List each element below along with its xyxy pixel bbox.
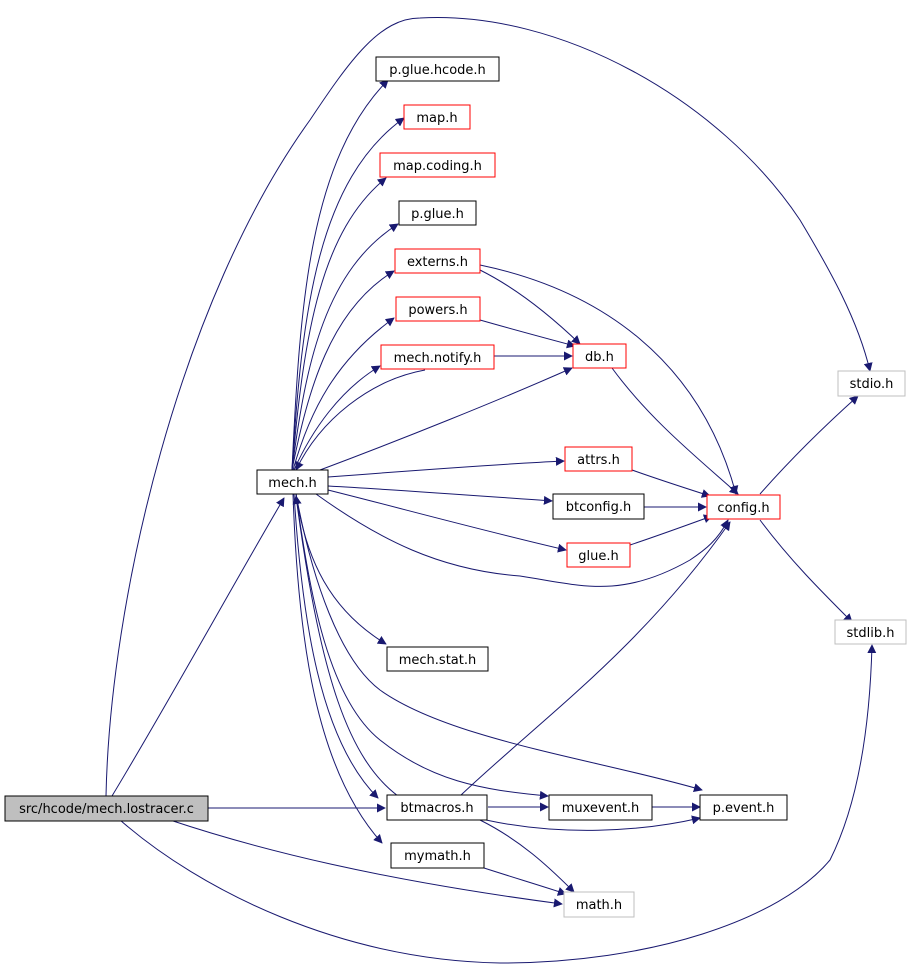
node-glue[interactable]: glue.h <box>566 542 631 568</box>
edge-mech-btconfig <box>327 485 553 505</box>
edge-mech-pgluehcode <box>291 79 389 471</box>
node-label: db.h <box>585 350 614 365</box>
node-pevent[interactable]: p.event.h <box>699 794 788 821</box>
node-label: glue.h <box>578 549 618 564</box>
edge-mech-config <box>315 493 729 587</box>
node-mechstat[interactable]: mech.stat.h <box>386 646 489 672</box>
node-label: mech.stat.h <box>399 653 477 668</box>
node-btmacros[interactable]: btmacros.h <box>386 794 488 821</box>
edge-mechnotify-mech <box>295 369 426 471</box>
node-mymath[interactable]: mymath.h <box>390 842 485 869</box>
node-mapcoding[interactable]: map.coding.h <box>379 152 496 178</box>
node-label: externs.h <box>407 255 468 270</box>
edge-src-stdio <box>105 17 873 797</box>
node-stdlib[interactable]: stdlib.h <box>834 619 907 645</box>
node-label: muxevent.h <box>562 801 640 816</box>
edge-mech-powers <box>292 317 395 471</box>
edge-attrs-config <box>631 469 711 498</box>
edge-mech-mapcoding <box>291 177 387 471</box>
node-label: src/hcode/mech.lostracer.c <box>19 802 194 817</box>
edge-db-config <box>611 367 739 495</box>
node-pgluehcode[interactable]: p.glue.hcode.h <box>375 56 500 82</box>
edge-mech-pglue <box>291 223 399 471</box>
edge-src-math <box>169 819 563 908</box>
node-label: powers.h <box>408 303 467 318</box>
node-label: stdio.h <box>850 377 894 392</box>
node-label: mech.h <box>268 476 316 491</box>
node-powers[interactable]: powers.h <box>395 296 481 322</box>
edge-src-mech <box>111 497 285 797</box>
node-label: btconfig.h <box>566 500 632 515</box>
edge-mech-map <box>291 117 405 471</box>
node-label: btmacros.h <box>400 801 473 816</box>
node-btconfig[interactable]: btconfig.h <box>552 493 645 520</box>
edge-mech-muxevent <box>295 493 549 800</box>
edge-mech-btmacros <box>293 493 379 799</box>
node-label: p.glue.hcode.h <box>389 63 486 78</box>
edge-externs-db <box>479 269 581 345</box>
node-mech[interactable]: mech.h <box>256 469 329 495</box>
node-config[interactable]: config.h <box>706 494 781 520</box>
header-nodes: src/hcode/mech.lostracer.c mech.h p.glue… <box>4 56 907 918</box>
node-db[interactable]: db.h <box>572 343 627 369</box>
edge-config-stdlib <box>759 519 853 623</box>
edge-btmacros-config <box>459 521 731 797</box>
edge-powers-db <box>479 319 576 349</box>
edge-mech-attrs <box>327 456 565 478</box>
node-attrs[interactable]: attrs.h <box>564 446 633 472</box>
dependency-edges <box>105 17 877 964</box>
edge-btmacros-pevent <box>485 815 701 831</box>
edge-mech-pevent <box>295 493 703 793</box>
node-externs[interactable]: externs.h <box>394 248 481 274</box>
edge-mech-db <box>319 367 573 471</box>
node-label: map.h <box>416 111 457 126</box>
edge-mech-mechstat <box>295 493 387 645</box>
node-muxevent[interactable]: muxevent.h <box>548 794 653 821</box>
node-label: p.event.h <box>713 801 775 816</box>
node-label: stdlib.h <box>847 626 895 641</box>
edge-mech-glue <box>327 489 567 553</box>
node-map[interactable]: map.h <box>403 104 471 130</box>
edge-mymath-math <box>483 867 567 896</box>
node-pglue[interactable]: p.glue.h <box>398 200 477 226</box>
edge-mech-mechnotify <box>293 365 381 471</box>
edge-btmacros-math <box>479 819 575 893</box>
edge-mech-externs <box>291 270 395 471</box>
node-label: config.h <box>717 501 769 516</box>
node-label: math.h <box>576 898 622 913</box>
node-label: mymath.h <box>404 849 471 864</box>
node-label: p.glue.h <box>411 207 464 222</box>
node-label: mech.notify.h <box>394 351 482 366</box>
node-stdio[interactable]: stdio.h <box>837 370 906 397</box>
edge-btmacros-mech <box>292 495 399 797</box>
node-mechnotify[interactable]: mech.notify.h <box>380 344 495 370</box>
edge-externs-config <box>479 264 739 495</box>
edge-config-stdio <box>759 395 859 495</box>
edge-glue-config <box>629 514 713 546</box>
edge-src-stdlib <box>119 644 877 964</box>
node-label: map.coding.h <box>393 159 482 174</box>
node-src[interactable]: src/hcode/mech.lostracer.c <box>4 795 209 822</box>
node-label: attrs.h <box>577 453 620 468</box>
node-math[interactable]: math.h <box>563 891 635 918</box>
edge-mech-mymath <box>292 493 383 844</box>
